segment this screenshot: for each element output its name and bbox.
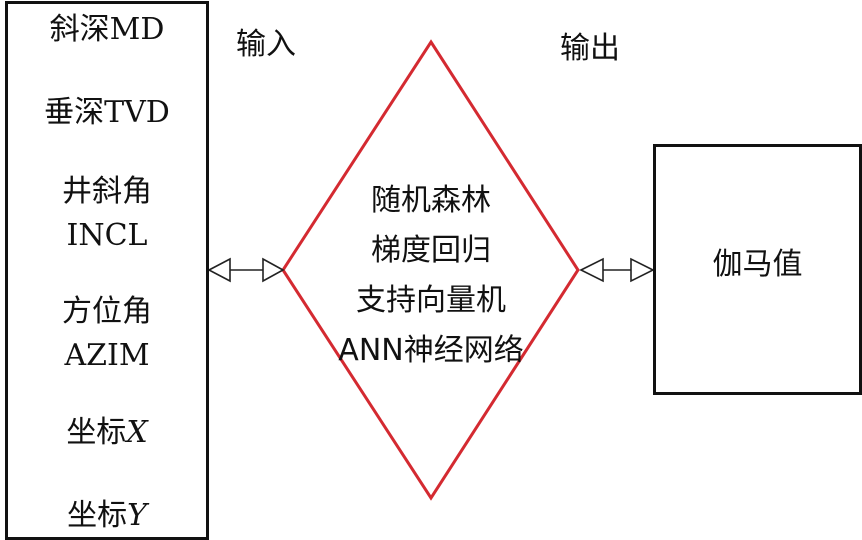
input-double-arrow	[207, 257, 285, 283]
input-item-md-label: 斜深MD	[49, 12, 165, 47]
model-diamond	[281, 39, 580, 501]
input-item-tvd: 垂深TVD	[8, 91, 206, 135]
model-gradient-regression: 梯度回归	[371, 233, 491, 268]
output-arrow-left-head	[579, 257, 604, 283]
input-features-box: 斜深MD 垂深TVD 井斜角 INCL 方位角 AZIM 坐标X 坐标Y	[5, 1, 209, 540]
input-arrow-left-head	[207, 257, 231, 283]
input-item-y-axis: Y	[127, 498, 147, 533]
input-item-azim-label: 方位角	[62, 294, 152, 329]
output-gamma-value: 伽马值	[712, 247, 803, 282]
input-item-y: 坐标Y	[8, 494, 206, 538]
input-item-incl: 井斜角 INCL	[8, 170, 206, 258]
input-item-tvd-label: 垂深TVD	[44, 95, 170, 130]
input-item-md: 斜深MD	[8, 8, 206, 52]
input-item-x-axis: X	[126, 415, 148, 450]
model-list: 随机森林 梯度回归 支持向量机 ANN神经网络	[296, 176, 566, 376]
model-ann: ANN神经网络	[338, 333, 524, 368]
model-random-forest: 随机森林	[371, 183, 491, 218]
output-section-label: 输出	[560, 31, 620, 66]
input-item-y-label: 坐标	[67, 498, 128, 533]
output-double-arrow	[579, 257, 655, 283]
input-item-azim: 方位角 AZIM	[8, 290, 206, 378]
input-arrow-right-head	[262, 257, 285, 283]
input-item-incl-code: INCL	[66, 218, 148, 253]
input-section-label: 输入	[236, 27, 296, 62]
output-result-box: 伽马值	[653, 144, 862, 395]
input-item-azim-code: AZIM	[64, 338, 150, 373]
input-item-x-label: 坐标	[66, 415, 127, 450]
output-arrow-right-head	[630, 257, 655, 283]
input-item-x: 坐标X	[8, 411, 206, 455]
model-svm: 支持向量机	[356, 283, 506, 318]
input-item-incl-label: 井斜角	[62, 174, 152, 209]
